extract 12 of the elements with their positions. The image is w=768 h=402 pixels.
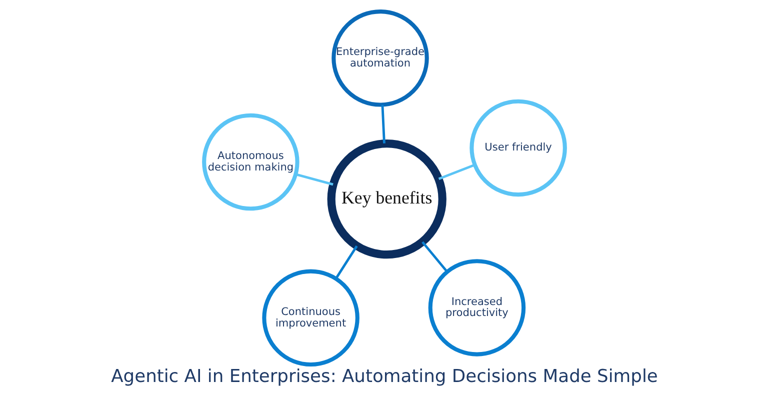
connector bbox=[438, 164, 475, 180]
node-circle: Key benefits bbox=[326, 140, 446, 259]
diagram-title: Agentic AI in Enterprises: Automating Decisions Made Simple bbox=[110, 366, 658, 388]
node-circle: User friendly bbox=[469, 99, 566, 197]
connector bbox=[294, 173, 333, 186]
connector bbox=[334, 245, 358, 280]
connector bbox=[421, 241, 448, 272]
node-circle: Increased productivity bbox=[428, 259, 526, 356]
node-circle: Enterprise-grade automation bbox=[331, 10, 428, 107]
connector bbox=[380, 104, 385, 144]
node-circle: Continuous improvement bbox=[262, 269, 359, 367]
node-circle: Autonomous decision making bbox=[202, 113, 299, 211]
